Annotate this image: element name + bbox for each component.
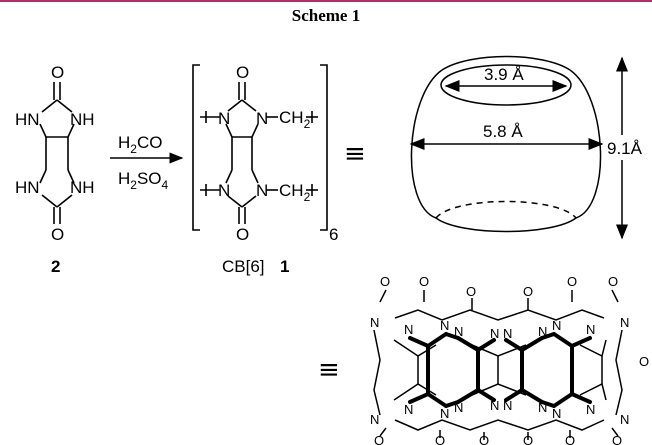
repeat-n-bottom-right: N — [256, 181, 268, 200]
cb6-n-15: N — [490, 398, 499, 413]
repeat-n-bottom-left: N — [218, 181, 230, 200]
cb6-o-5: O — [567, 274, 577, 289]
cb6-n-7: N — [538, 324, 547, 339]
equivalence-sign-2: ≡ — [318, 355, 340, 385]
cb6-n-9: N — [586, 322, 595, 337]
cavity-schematic — [409, 55, 628, 240]
glycoluril-nh-top: NH — [70, 110, 95, 129]
cb6-n-10: N — [620, 315, 629, 330]
cb6-n-2: N — [404, 322, 413, 337]
cb6-o-8: O — [435, 433, 445, 445]
repeat-o-top: O — [236, 63, 249, 82]
glycoluril-o-bottom: O — [51, 225, 64, 244]
cavity-height: 9.1Å — [607, 139, 643, 158]
cb6-n-12: N — [404, 402, 413, 417]
cb6-o-13: O — [639, 354, 649, 369]
cb6-n-6: N — [503, 326, 512, 341]
cb6-o-4: O — [523, 284, 533, 299]
repeat-unit-structure — [192, 64, 328, 231]
ch2-top: CH2 — [279, 108, 311, 131]
glycoluril-nh-bottom: NH — [70, 178, 95, 197]
repeat-o-bottom: O — [236, 225, 249, 244]
cb6-o-9: O — [479, 433, 489, 445]
repeat-subscript: 6 — [329, 225, 338, 244]
cb6-front-bonds — [408, 332, 592, 408]
cb6-n-20: N — [620, 412, 629, 427]
cb6-n-1: N — [370, 315, 379, 330]
cb6-o-6: O — [608, 274, 618, 289]
glycoluril-hn-top: HN — [15, 110, 40, 129]
cb6-n-3: N — [440, 318, 449, 333]
cb6-n-4: N — [454, 324, 463, 339]
cb6-o-7: O — [374, 433, 384, 445]
equivalence-sign-1: ≡ — [344, 139, 366, 169]
repeat-n-top-right: N — [256, 109, 268, 128]
cb6-n-19: N — [586, 402, 595, 417]
top-rule — [0, 0, 652, 2]
glycoluril-hn-bottom: HN — [15, 178, 40, 197]
cb6-3d-structure — [373, 289, 623, 440]
glycoluril-o-top: O — [51, 63, 64, 82]
cb6-n-8: N — [552, 318, 561, 333]
cb6-n-17: N — [538, 400, 547, 415]
portal-diameter: 3.9 Å — [484, 65, 524, 84]
cb6-n-16: N — [503, 398, 512, 413]
cb6-n-11: N — [370, 412, 379, 427]
reagent-formaldehyde: H2CO — [118, 133, 162, 156]
cb6-n-14: N — [454, 400, 463, 415]
cb6-n-13: N — [440, 406, 449, 421]
scheme-title: Scheme 1 — [291, 6, 361, 25]
cb6-o-1: O — [380, 274, 390, 289]
cb6-o-11: O — [565, 433, 575, 445]
cb6-n-5: N — [490, 326, 499, 341]
cb6-o-12: O — [612, 433, 622, 445]
product-name: CB[6] — [222, 257, 265, 276]
ch2-bottom: CH2 — [279, 181, 311, 204]
cavity-diameter: 5.8 Å — [483, 122, 523, 141]
cb6-n-18: N — [552, 406, 561, 421]
compound-1-label: 1 — [280, 257, 289, 276]
reagent-sulfuric-acid: H2SO4 — [118, 169, 169, 192]
compound-2-label: 2 — [51, 257, 60, 276]
repeat-n-top-left: N — [218, 109, 230, 128]
glycoluril-structure — [39, 82, 75, 224]
cb6-o-2: O — [419, 274, 429, 289]
cb6-o-10: O — [523, 433, 533, 445]
cb6-o-3: O — [466, 284, 476, 299]
